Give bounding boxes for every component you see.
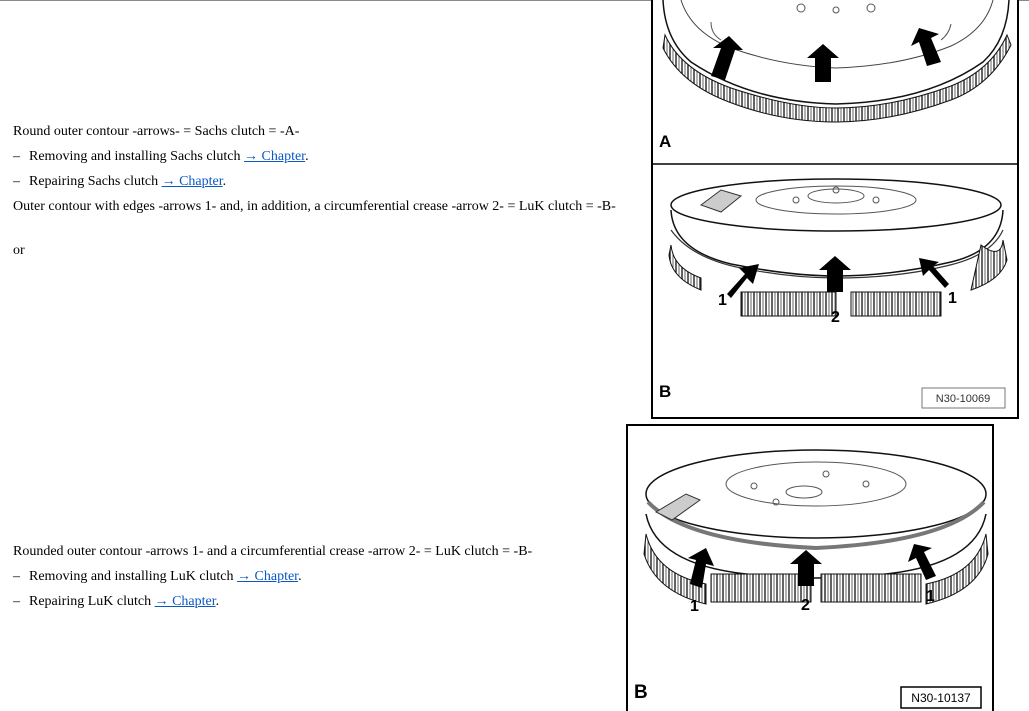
list-item-text: Removing and installing Sachs clutch [29, 149, 245, 164]
list-item: –Removing and installing LuK clutch → Ch… [13, 568, 302, 585]
figure-code-box [921, 387, 1006, 409]
panel-b-label: B [634, 682, 648, 703]
dash-bullet: – [13, 149, 20, 164]
panel-b-label: B [659, 382, 671, 401]
chapter-link[interactable]: → Chapter [237, 569, 299, 584]
chapter-link[interactable]: → Chapter [161, 174, 223, 189]
list-item-text: Repairing Sachs clutch [29, 174, 162, 189]
figure-flywheel-sachs-luk: A 1 2 1 B N30-10069 [651, 0, 1019, 419]
figure-code-box [900, 686, 982, 709]
section2-heading: Rounded outer contour -arrows 1- and a c… [13, 544, 533, 559]
section1-paragraph: Outer contour with edges -arrows 1- and,… [13, 199, 616, 214]
chapter-link[interactable]: → Chapter [154, 594, 216, 609]
or-text: or [13, 243, 25, 258]
list-item: –Repairing Sachs clutch → Chapter. [13, 173, 226, 190]
list-item-text: Removing and installing LuK clutch [29, 569, 238, 584]
callout-1-left: 1 [718, 292, 727, 309]
flywheel-luk-drawing [643, 449, 989, 605]
list-item-punct: . [305, 149, 309, 164]
dash-bullet: – [13, 594, 20, 609]
dash-bullet: – [13, 569, 20, 584]
chapter-link[interactable]: → Chapter [244, 149, 306, 164]
panel-a-label: A [659, 132, 671, 151]
figure-flywheel-luk: 1 2 1 B N30-10137 [626, 424, 996, 711]
list-item-punct: . [298, 569, 302, 584]
dash-bullet: – [13, 174, 20, 189]
callout-1-right: 1 [948, 290, 957, 307]
callout-1-left: 1 [690, 598, 699, 615]
callout-1-right: 1 [926, 588, 935, 605]
callout-2: 2 [801, 597, 810, 614]
flywheel-b-drawing [668, 178, 1008, 317]
figure-code: N30-10137 [911, 691, 971, 705]
list-item: –Repairing LuK clutch → Chapter. [13, 593, 219, 610]
flywheel-a-drawing [662, 0, 1012, 123]
list-item-text: Repairing LuK clutch [29, 594, 155, 609]
list-item-punct: . [215, 594, 220, 609]
section1-heading: Round outer contour -arrows- = Sachs clu… [13, 124, 300, 139]
list-item-punct: . [222, 174, 227, 189]
figure-code: N30-10069 [936, 393, 990, 405]
list-item: –Removing and installing Sachs clutch → … [13, 148, 309, 165]
top-divider [0, 0, 1029, 1]
callout-2: 2 [831, 309, 840, 326]
